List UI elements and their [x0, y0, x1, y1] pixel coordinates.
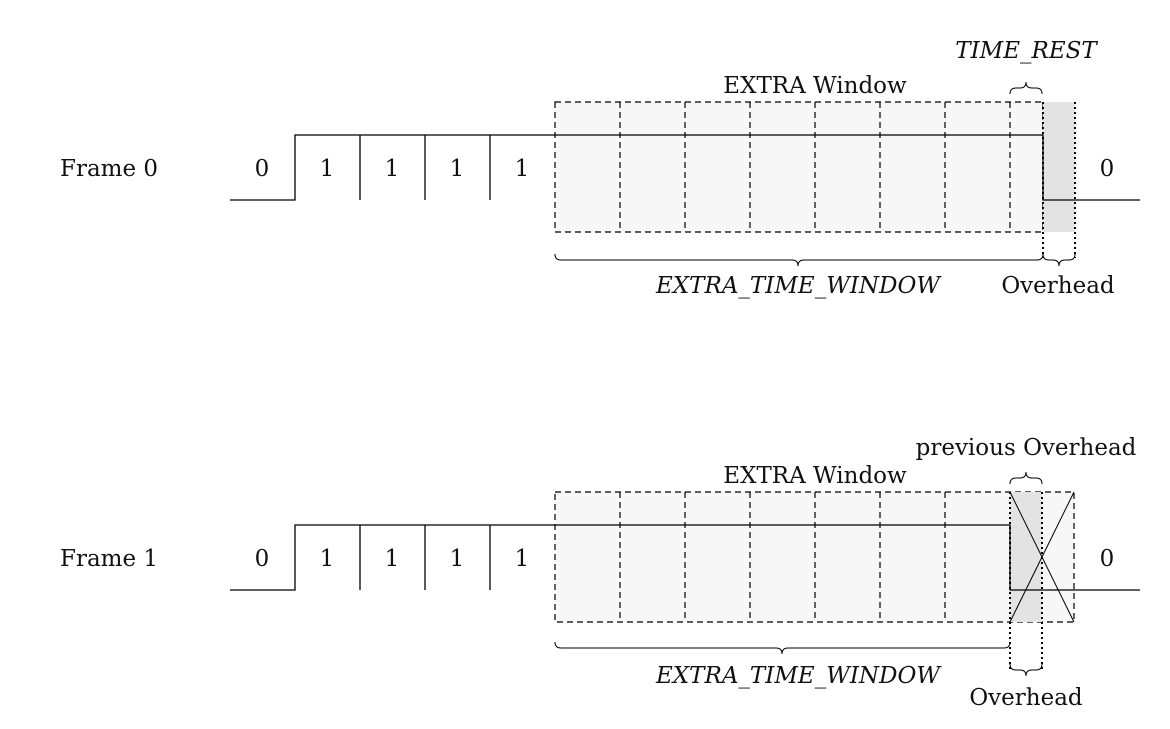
overhead-dotted-bounds — [1042, 102, 1076, 258]
time-rest-brace — [1009, 81, 1043, 95]
extra-time-window-label: EXTRA_TIME_WINDOW — [655, 273, 942, 299]
trailing-bit-value: 0 — [1100, 546, 1115, 572]
signal-waveform — [230, 134, 1140, 201]
extra-window-slot-dividers — [619, 102, 1011, 232]
extra-window-slot-dividers — [619, 492, 946, 622]
trailing-bit-value: 0 — [1100, 156, 1115, 182]
previous-overhead-brace — [1009, 471, 1043, 485]
extra-window-label: EXTRA Window — [723, 463, 907, 489]
frame-1: Frame 1 0 1 1 1 1 0 EXTRA Window previou… — [60, 435, 1140, 711]
extra-time-window-brace — [554, 641, 1011, 655]
bit-value: 1 — [385, 546, 400, 572]
bit-value: 1 — [320, 546, 335, 572]
bit-value: 1 — [450, 156, 465, 182]
previous-overhead-block — [1010, 492, 1042, 622]
previous-overhead-label: previous Overhead — [916, 435, 1137, 461]
extra-window-label: EXTRA Window — [723, 73, 907, 99]
frame-0: Frame 0 0 1 1 1 1 0 EXTRA Window TIME_RE… — [60, 38, 1140, 299]
extra-time-window-brace — [554, 253, 1044, 267]
overhead-label: Overhead — [1001, 273, 1115, 299]
overhead-brace — [1042, 253, 1076, 267]
frame-label: Frame 0 — [60, 156, 158, 182]
overhead-block — [1043, 102, 1075, 232]
bit-value: 1 — [515, 546, 530, 572]
bit-value: 0 — [255, 156, 270, 182]
bit-value: 1 — [450, 546, 465, 572]
extra-time-window-label: EXTRA_TIME_WINDOW — [655, 663, 942, 689]
bit-separators — [359, 135, 491, 200]
overhead-brace — [1009, 663, 1043, 677]
bit-value: 0 — [255, 546, 270, 572]
time-rest-label: TIME_REST — [955, 38, 1098, 64]
bit-value: 1 — [385, 156, 400, 182]
frame-label: Frame 1 — [60, 546, 158, 572]
signal-waveform — [230, 524, 1140, 591]
overhead-label: Overhead — [969, 685, 1083, 711]
bit-separators — [359, 525, 491, 590]
bit-value: 1 — [320, 156, 335, 182]
extra-window-region — [554, 101, 1044, 233]
bit-value: 1 — [515, 156, 530, 182]
